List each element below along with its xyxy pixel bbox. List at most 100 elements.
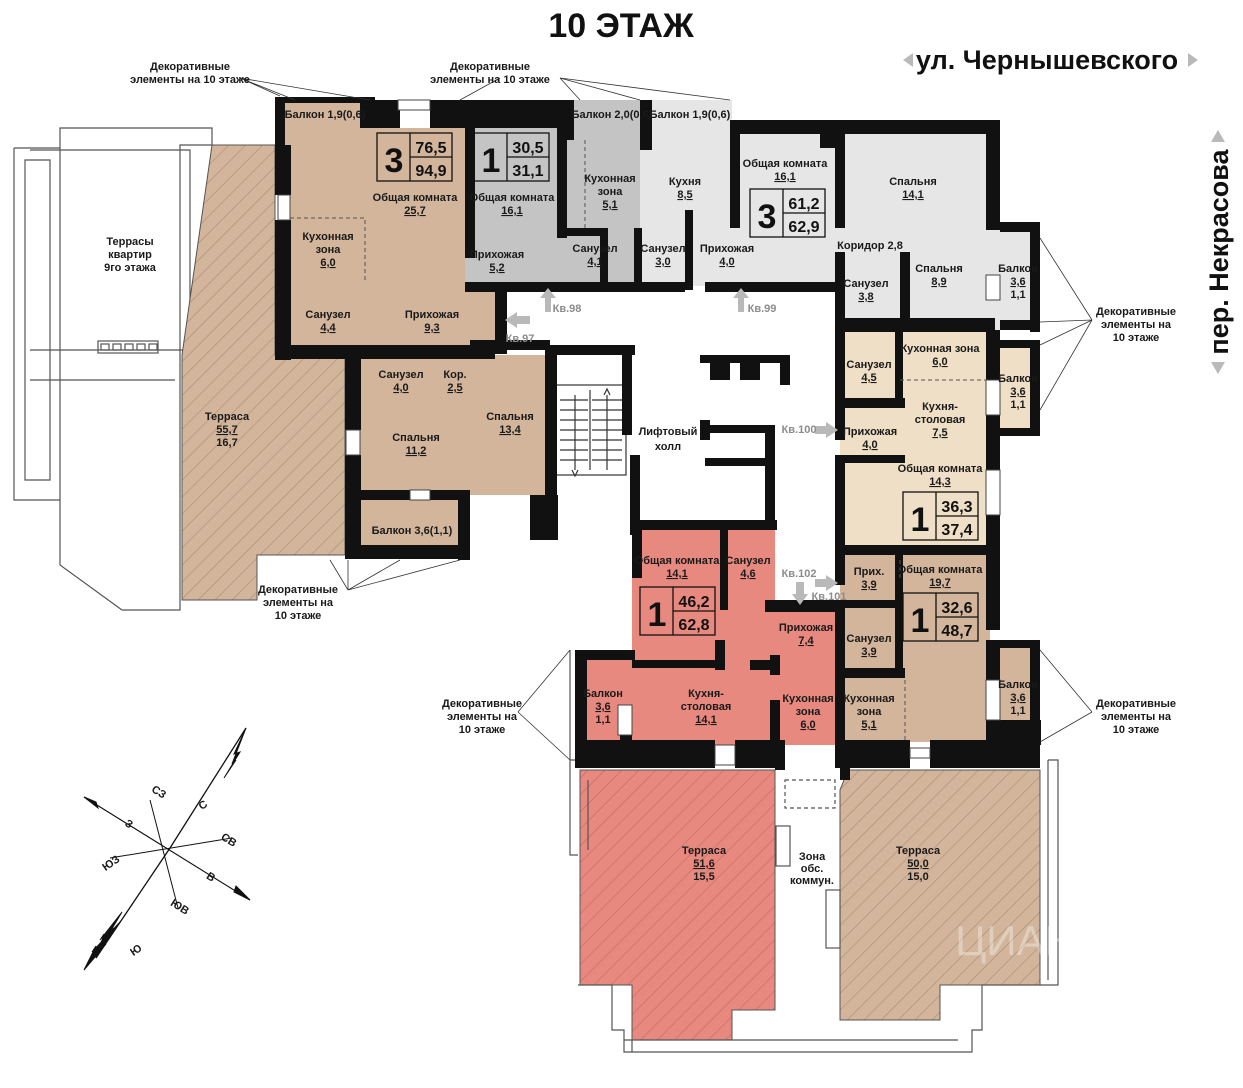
svg-text:36,3: 36,3 (941, 499, 972, 516)
terrace-9th-floor-outline (13, 127, 213, 611)
room-label: 15,5 (693, 871, 714, 883)
arrow-kv100 (815, 422, 838, 438)
room-label: столовая (915, 414, 966, 426)
room-label: 8,9 (931, 276, 946, 288)
lift-hall-label-2: холл (655, 441, 681, 453)
arrow-kv97 (505, 312, 530, 328)
svg-text:квартир: квартир (108, 249, 152, 261)
room-label: 5,2 (489, 262, 504, 274)
room-label: Прихожая (405, 309, 459, 321)
compass-se: ЮВ (168, 897, 191, 917)
compass-ne: СВ (219, 831, 239, 850)
room-label: Санузел (378, 369, 423, 381)
room-label: 3,6 (1010, 386, 1025, 398)
room-label: Балкон (998, 679, 1038, 691)
room-label: 14,1 (695, 714, 716, 726)
room-label: 9,3 (424, 322, 439, 334)
apt-badge-98: 1 30,5 31,1 (473, 132, 550, 182)
svg-text:32,6: 32,6 (941, 600, 972, 617)
entrance-arrows (505, 288, 838, 605)
apt-badge-101: 1 32,6 48,7 (902, 592, 979, 642)
room-label: 51,6 (693, 858, 714, 870)
room-label: 14,3 (929, 476, 950, 488)
room-label: 6,0 (932, 356, 947, 368)
room-label: зона (598, 186, 624, 198)
room-label: 1,1 (1010, 399, 1025, 411)
room-label: Спальня (915, 263, 963, 275)
terrace-9th-floor-label: Террасы квартир 9го этажа (104, 236, 157, 274)
svg-text:76,5: 76,5 (415, 140, 446, 157)
terrace-apt-102 (579, 769, 776, 1041)
room-label: зона (316, 244, 342, 256)
room-label: Спальня (889, 176, 937, 188)
room-label: 3,9 (861, 579, 876, 591)
room-label: 14,1 (902, 189, 923, 201)
entrance-labels: Кв.97 Кв.98 Кв.99 Кв.100 Кв.101 Кв.102 (506, 303, 847, 603)
street-top-arrow-left (903, 53, 913, 67)
svg-text:62,9: 62,9 (788, 219, 819, 236)
svg-text:9го этажа: 9го этажа (104, 262, 157, 274)
room-label: Общая комната (743, 158, 829, 170)
apt-badge-97: 3 76,5 94,9 (376, 132, 453, 182)
room-label: Спальня (486, 411, 534, 423)
apt-badge-100: 1 36,3 37,4 (902, 491, 979, 541)
windows (277, 99, 1001, 766)
room-label: Кухня (669, 176, 701, 188)
zone-separators (290, 140, 990, 740)
room-label: 25,7 (404, 205, 425, 217)
room-label: 8,5 (677, 189, 692, 201)
kv101-label: Кв.101 (812, 591, 847, 603)
room-label: 11,2 (406, 445, 427, 457)
room-label: Прихожая (700, 243, 754, 255)
walls (275, 97, 1041, 780)
room-label: зона (796, 706, 822, 718)
room-label: 7,5 (932, 427, 947, 439)
svg-text:3: 3 (385, 142, 404, 180)
room-label: Балкон 1,9(0,6) (650, 109, 731, 121)
compass-w: З (122, 818, 134, 832)
room-label: Балкон (998, 263, 1038, 275)
room-label: 3,6 (1010, 276, 1025, 288)
room-labels: Балкон 1,9(0,6) Общая комната 25,7Кухонная… (205, 109, 1038, 883)
room-label: 16,7 (216, 437, 237, 449)
street-right-arrow-down (1211, 362, 1225, 374)
kv100-label: Кв.100 (782, 424, 817, 436)
apt-badge-102: 1 46,2 62,8 (639, 586, 716, 636)
room-label: Кухня- (922, 401, 958, 413)
room-label: 3,9 (861, 646, 876, 658)
room-label: Общая комната (898, 463, 984, 475)
common-zone-label-3: коммун. (790, 875, 834, 887)
kv97-label: Кв.97 (506, 333, 535, 345)
room-label: 1,1 (1010, 289, 1025, 301)
room-label: 2,5 (447, 382, 462, 394)
room-label: Общая комната (470, 192, 556, 204)
room-label: 3,0 (655, 256, 670, 268)
lift-hall-label-1: Лифтовый (639, 426, 698, 438)
kv102-label: Кв.102 (782, 568, 817, 580)
street-top-arrow-right (1188, 53, 1198, 67)
room-label: Санузел (572, 243, 617, 255)
room-label: 15,0 (907, 871, 928, 883)
room-label: 1,1 (595, 714, 610, 726)
room-label: Санузел (305, 309, 350, 321)
kv98-label: Кв.98 (553, 303, 582, 315)
svg-text:48,7: 48,7 (941, 623, 972, 640)
svg-text:1: 1 (911, 501, 930, 539)
room-label: Кухонная (843, 693, 894, 705)
room-label: 4,0 (719, 256, 734, 268)
room-label: 5,1 (602, 199, 617, 211)
apartment-102 (578, 528, 840, 745)
watermark: ЦИАН (955, 917, 1075, 964)
room-label: 6,0 (800, 719, 815, 731)
compass-n: С (197, 798, 210, 812)
svg-text:1: 1 (482, 142, 501, 180)
room-label: Прихожая (779, 622, 833, 634)
room-label: 6,0 (320, 257, 335, 269)
room-label: Кор. (443, 369, 466, 381)
